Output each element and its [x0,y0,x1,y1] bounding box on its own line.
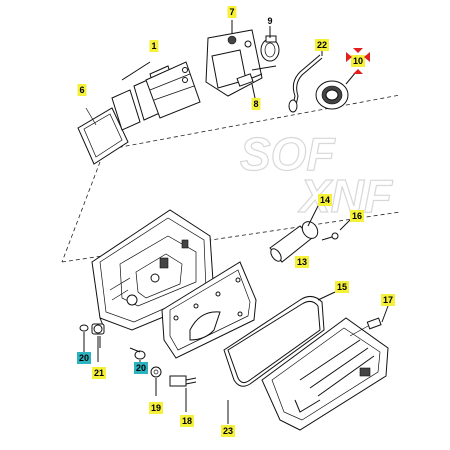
callout-16-text: 16 [352,211,362,221]
callout-17-bg [381,294,395,306]
callout-22-text: 22 [317,40,327,50]
lower-cover-23 [261,317,389,431]
callout-20a-text: 20 [79,353,89,363]
callout-9-text: 9 [267,16,272,26]
callout-17-text: 17 [383,295,393,305]
callout-8-text: 8 [253,99,258,109]
tube-14 [269,205,319,263]
callout-10-bg [351,55,365,67]
callout-6-text: 6 [79,85,84,95]
callout-14: 14 [318,194,332,206]
callout-23: 23 [221,425,235,437]
callout-1-bg [149,40,159,52]
callout-18-bg [180,415,194,427]
callout-15-bg [335,281,349,293]
callout-20b-text: 20 [136,363,146,373]
washer-20a [79,324,89,352]
watermark-line-1: SOF [240,128,336,180]
filter-element-13 [161,261,257,359]
callout-18-text: 18 [182,416,192,426]
clamp-9 [260,26,280,62]
callout-19-text: 19 [151,403,161,413]
callout-20b: 20 [134,362,148,374]
callout-13-text: 13 [297,257,307,267]
callout-19-bg [149,402,163,414]
callout-22: 22 [315,39,329,51]
seal-10 [315,71,357,110]
seal-ring-15 [223,291,336,387]
callout-23-bg [221,425,235,437]
callout-13-bg [295,256,309,268]
callout-1: 1 [149,40,159,52]
callout-6: 6 [77,84,87,96]
callout-21-bg [92,367,106,379]
callout-8: 8 [251,98,261,110]
callout-19: 19 [149,402,163,414]
callout-14-bg [318,194,332,206]
screw-17 [349,305,389,337]
washer-19 [150,366,162,396]
gasket-6 [77,107,129,165]
callout-8-bg [251,98,261,110]
callout-10: 10 [346,48,370,74]
nut-21 [91,323,105,362]
callout-9: 9 [267,16,272,26]
callout-7-text: 7 [229,7,234,17]
callout-23-text: 23 [223,426,233,436]
callout-16: 16 [350,210,364,222]
callout-13: 13 [295,256,309,268]
watermark: SOF XNF [239,127,394,222]
callout-15-text: 15 [337,282,347,292]
callout-16-bg [350,210,364,222]
watermark-line-2: XNF [297,170,394,222]
callout-20b-bg [134,362,148,374]
callout-20a-bg [77,352,91,364]
callout-22-bg [315,39,329,51]
callout-7-bg [227,6,237,18]
bolt-8 [236,73,263,99]
callout-20a: 20 [77,352,91,364]
callout-6-bg [77,84,87,96]
callout-21: 21 [92,367,106,379]
callout-10-text: 10 [353,56,363,66]
callout-17: 17 [381,294,395,306]
callout-18: 18 [180,415,194,427]
callout-7: 7 [227,6,237,18]
callout-21-text: 21 [94,368,104,378]
callout-14-text: 14 [320,195,330,205]
bolt-18 [169,375,197,412]
callout-15: 15 [335,281,349,293]
screw-16 [321,219,351,241]
callout-1-text: 1 [151,41,156,51]
reed-block-1 [111,61,201,131]
hose-22 [288,50,323,113]
